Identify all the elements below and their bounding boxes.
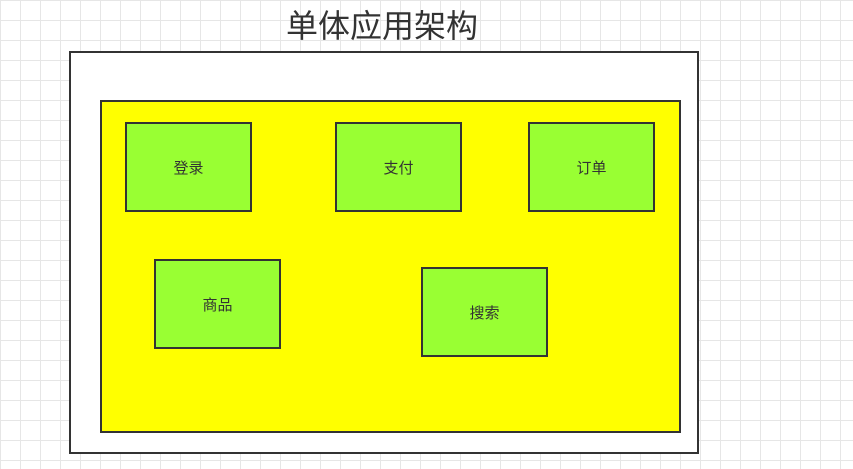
module-goods-label: 商品 [202, 295, 233, 314]
module-login-label: 登录 [173, 158, 204, 177]
module-search[interactable]: 搜索 [421, 267, 548, 357]
module-order[interactable]: 订单 [528, 122, 655, 212]
module-search-label: 搜索 [469, 303, 500, 322]
module-order-label: 订单 [576, 158, 607, 177]
diagram-title: 单体应用架构 [285, 7, 478, 45]
module-payment[interactable]: 支付 [335, 122, 462, 212]
module-login[interactable]: 登录 [125, 122, 252, 212]
module-payment-label: 支付 [383, 158, 414, 177]
module-goods[interactable]: 商品 [154, 259, 281, 349]
